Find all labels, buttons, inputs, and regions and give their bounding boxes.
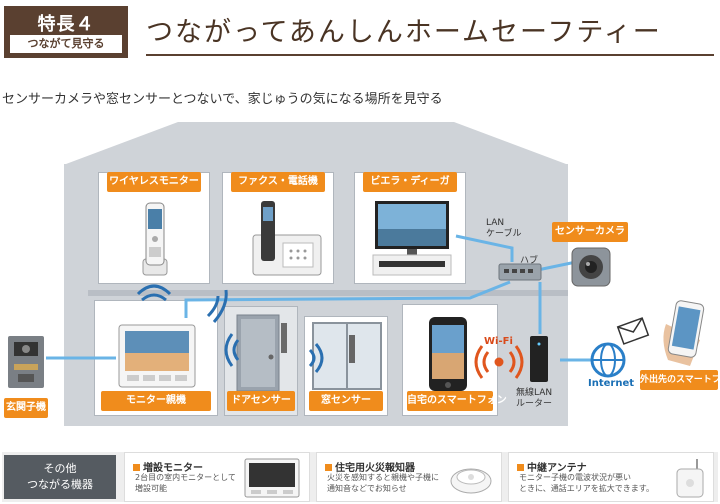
sensor-camera-label: センサーカメラ (552, 222, 628, 242)
remote-smartphone-icon (663, 300, 705, 366)
wifi-label: Wi-Fi (484, 336, 513, 347)
room-fax-phone: ファクス・電話機 (222, 172, 334, 284)
feature-number: 特長４ (37, 14, 95, 35)
internet-globe-icon (590, 342, 626, 378)
hub-icon (498, 263, 542, 281)
floor-divider (88, 290, 568, 296)
option-fire-alarm: 住宅用火災報知器 火災を感知すると親機や子機に 通知音などでお知らせ (316, 452, 502, 502)
entrance-unit-label: 玄関子機 (4, 398, 48, 418)
bullet-square-icon (517, 464, 524, 471)
router-label: 無線LAN ルーター (516, 388, 553, 409)
monitor-master-icon (118, 324, 196, 388)
remote-smartphone-label: 外出先のスマートフォン (640, 370, 720, 390)
wireless-handset-icon (142, 202, 168, 276)
option-title: 住宅用火災報知器 (325, 459, 415, 474)
option-extra-monitor: 増設モニター 2台目の室内モニターとして 増設可能 (124, 452, 310, 502)
room-label: ファクス・電話機 (231, 172, 325, 192)
room-wireless-handset: ワイヤレスモニター子機 (98, 172, 210, 284)
bullet-square-icon (325, 464, 332, 471)
other-devices-line-1: その他 (43, 462, 77, 475)
room-label: ワイヤレスモニター子機 (107, 172, 201, 207)
other-devices-heading: その他 つながる機器 (4, 455, 116, 499)
entrance-unit-icon (8, 336, 44, 388)
room-viera-diga: ビエラ・ディーガ (354, 172, 466, 284)
sensor-camera-icon (571, 247, 611, 287)
title-rule (146, 54, 714, 56)
room-window: 窓センサー (304, 316, 388, 416)
fire-alarm-icon (450, 468, 492, 494)
mail-envelope-icon (616, 317, 650, 345)
window-icon (312, 322, 382, 390)
room-door: ドアセンサー (224, 306, 298, 416)
option-title: 中継アンテナ (517, 459, 587, 474)
tv-recorder-icon (372, 201, 452, 276)
hub-label: ハブ (520, 256, 539, 266)
option-desc: 火災を感知すると親機や子機に 通知音などでお知らせ (327, 473, 439, 493)
option-desc: 2台目の室内モニターとして 増設可能 (135, 473, 236, 493)
window-sensor-label: 窓センサー (309, 391, 383, 411)
other-devices-line-2: つながる機器 (27, 477, 93, 491)
door-icon (236, 314, 287, 392)
relay-antenna-icon (676, 459, 704, 498)
option-desc: モニター子機の電波状況が悪い ときに、通話エリアを拡大できます。 (519, 473, 654, 493)
room-monitor-master: モニター親機 (94, 300, 218, 416)
home-smartphone-icon (429, 317, 467, 391)
lan-cable-label: LAN ケーブル (486, 218, 522, 239)
home-smartphone-label: 自宅のスマートフォン (407, 391, 507, 411)
internet-label: Internet (588, 378, 635, 389)
door-sensor-label: ドアセンサー (227, 391, 295, 411)
room-label: ビエラ・ディーガ (363, 172, 457, 192)
bullet-square-icon (133, 464, 140, 471)
extra-monitor-icon (244, 458, 300, 498)
feature-subtitle: つながて見守る (10, 35, 122, 53)
feature-badge: 特長４ つながて見守る (4, 6, 128, 58)
option-title: 増設モニター (133, 459, 203, 474)
page-title: つながってあんしんホームセーフティー (146, 17, 662, 48)
option-relay-antenna: 中継アンテナ モニター子機の電波状況が悪い ときに、通話エリアを拡大できます。 (508, 452, 714, 502)
monitor-master-label: モニター親機 (101, 391, 211, 411)
fax-phone-icon (252, 201, 322, 276)
router-icon (530, 336, 548, 382)
room-smartphone: 自宅のスマートフォン (402, 304, 507, 416)
page-subtitle: センサーカメラや窓センサーとつないで、家じゅうの気になる場所を見守る (2, 92, 443, 107)
